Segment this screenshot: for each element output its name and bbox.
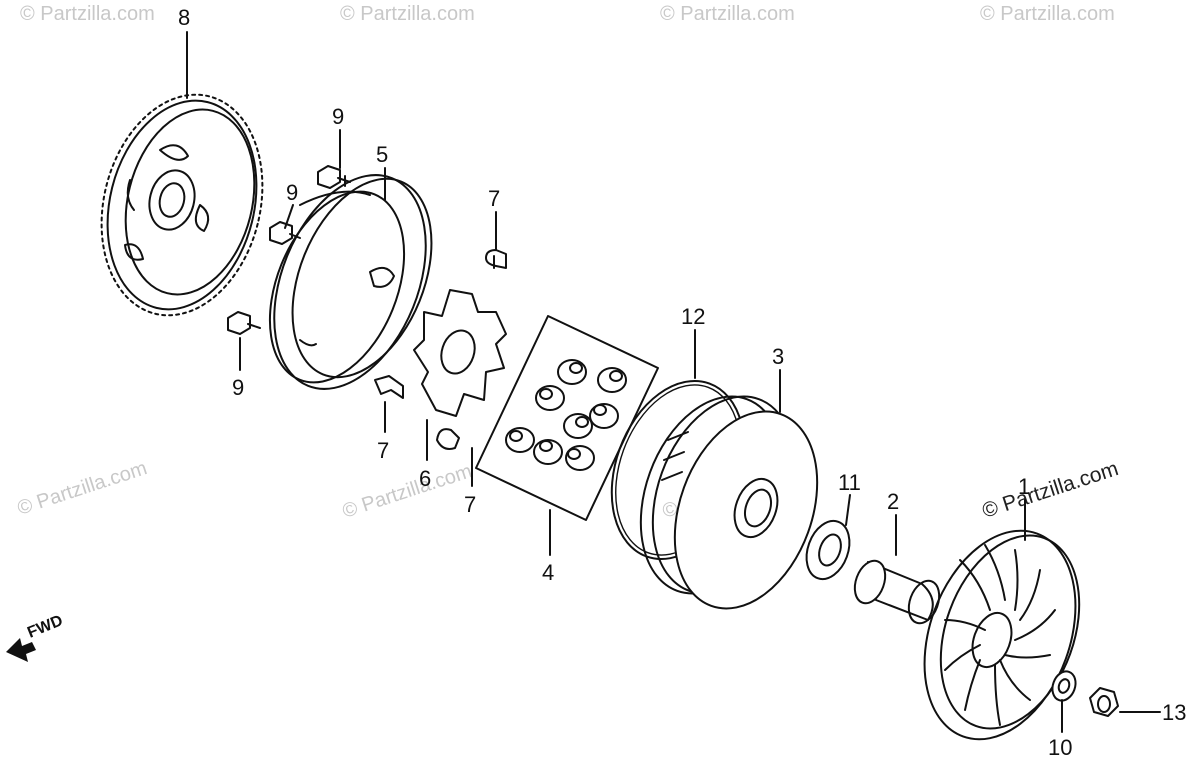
watermark: © Partzilla.com <box>980 3 1115 25</box>
callout-label: 10 <box>1048 735 1072 760</box>
roller-set <box>475 315 659 521</box>
fwd-arrow-icon <box>6 638 36 662</box>
watermarks: © Partzilla.com © Partzilla.com © Partzi… <box>15 3 1121 523</box>
bolt-low <box>227 311 261 335</box>
callout-label: 7 <box>488 186 500 211</box>
watermark: © Partzilla.com <box>340 3 475 25</box>
callout-label: 12 <box>681 304 705 329</box>
watermark: © Partzilla.com <box>20 3 155 25</box>
housing <box>268 174 433 390</box>
callout-label: 4 <box>542 560 554 585</box>
collar <box>853 559 941 625</box>
ramp-plate <box>413 289 507 417</box>
small-washer <box>1051 670 1077 702</box>
callout-label: 2 <box>887 489 899 514</box>
callout-label: 3 <box>772 344 784 369</box>
callout-label: 8 <box>178 5 190 30</box>
clip-left <box>374 375 404 399</box>
callout-label: 13 <box>1162 700 1186 725</box>
callout-label: 7 <box>377 438 389 463</box>
washer <box>805 519 851 581</box>
nut <box>1089 687 1119 717</box>
watermark: © Partzilla.com <box>979 457 1121 523</box>
gear <box>100 93 264 317</box>
clip-top <box>485 249 507 269</box>
callout-label: 9 <box>232 375 244 400</box>
watermark: © Partzilla.com <box>15 457 150 520</box>
callout-label: 1 <box>1018 474 1030 499</box>
fan <box>923 529 1081 741</box>
fwd-indicator: FWD <box>6 612 65 662</box>
callout-label: 6 <box>419 466 431 491</box>
callout-label: 11 <box>838 470 861 495</box>
callout-label: 7 <box>464 492 476 517</box>
callout-label: 9 <box>332 104 344 129</box>
callout-label: 9 <box>286 180 298 205</box>
callout-label: 5 <box>376 142 388 167</box>
watermark: © Partzilla.com <box>660 3 795 25</box>
watermark: © Partzilla.com <box>340 460 475 523</box>
clip-low <box>436 428 460 450</box>
leader-lines <box>186 31 1161 733</box>
fwd-label: FWD <box>25 612 65 641</box>
callouts: 8 9 9 9 5 7 7 7 6 4 12 3 11 2 1 10 13 <box>178 5 1186 760</box>
pulley-face <box>639 395 819 610</box>
